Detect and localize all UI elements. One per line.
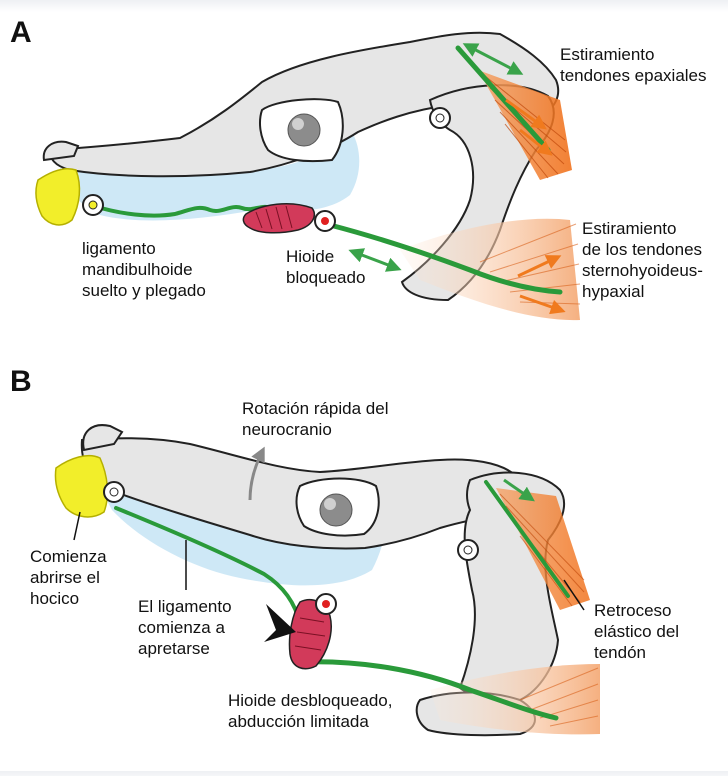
- jaw-joint-core-a: [89, 201, 97, 209]
- jaw-b: [55, 456, 107, 517]
- label-ligament-tightening: El ligamento comienza a apretarse: [138, 596, 232, 659]
- jaw-a: [36, 169, 80, 225]
- eye-b: [320, 494, 352, 526]
- label-neurocranium-rotation: Rotación rápida del neurocranio: [242, 398, 388, 440]
- eye-a: [288, 114, 320, 146]
- label-tendon-recoil: Retroceso elástico del tendón: [594, 600, 679, 663]
- hyoid-joint-core-b: [322, 600, 330, 608]
- label-mouth-opening: Comienza abrirse el hocico: [30, 546, 107, 609]
- panel-letter-a: A: [10, 16, 32, 50]
- eye-highlight-b: [324, 498, 336, 510]
- label-sternohyoid-stretch: Estiramiento de los tendones sternohyoid…: [582, 218, 703, 302]
- label-hyoid-unlocked: Hioide desbloqueado, abducción limitada: [228, 690, 392, 732]
- eye-highlight-a: [292, 118, 304, 130]
- label-ligament-loose: ligamento mandibulhoide suelto y plegado: [82, 238, 206, 301]
- jaw-joint-core-b: [110, 488, 118, 496]
- panel-b: [55, 425, 600, 735]
- skull-pivot-core-a: [436, 114, 444, 122]
- mouth-leader-b: [74, 512, 80, 540]
- hyoid-joint-core-a: [321, 217, 329, 225]
- label-hyoid-locked: Hioide bloqueado: [286, 246, 365, 288]
- skull-pivot-core-b: [464, 546, 472, 554]
- label-epaxial-stretch: Estiramiento tendones epaxiales: [560, 44, 707, 86]
- panel-letter-b: B: [10, 365, 32, 399]
